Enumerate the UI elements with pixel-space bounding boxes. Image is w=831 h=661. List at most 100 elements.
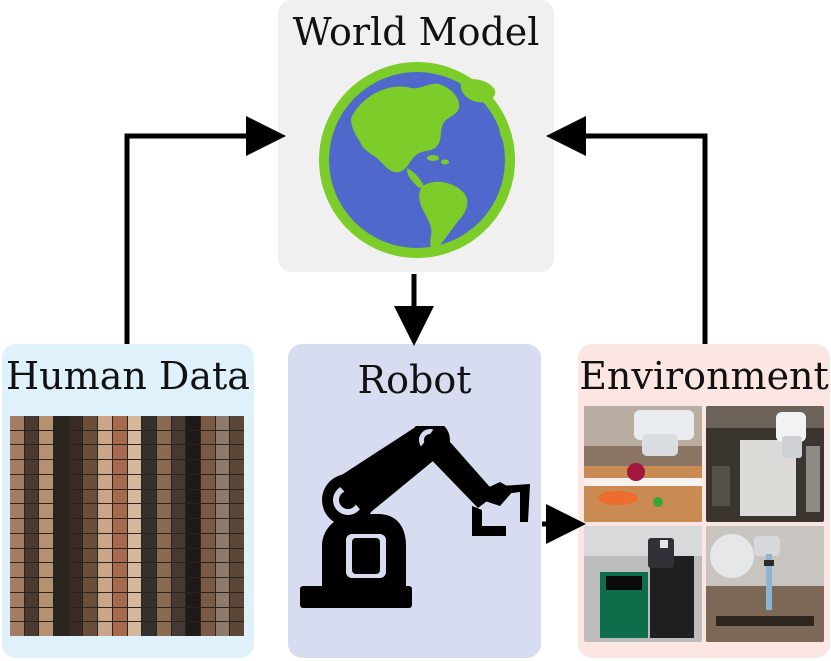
mosaic-thumbnail [68, 578, 83, 592]
mosaic-thumbnail [24, 430, 39, 445]
mosaic-thumbnail [39, 519, 54, 533]
mosaic-thumbnail [215, 445, 230, 460]
mosaic-thumbnail [230, 504, 244, 519]
mosaic-thumbnail [142, 578, 156, 592]
mosaic-thumbnail [156, 592, 171, 607]
mosaic-thumbnail [200, 416, 215, 430]
mosaic-thumbnail [171, 416, 186, 430]
mosaic-thumbnail [10, 474, 24, 489]
mosaic-thumbnail [171, 563, 186, 578]
mosaic-thumbnail [83, 430, 98, 445]
mosaic-thumbnail [171, 592, 186, 607]
mosaic-thumbnail [156, 445, 171, 460]
mosaic-thumbnail [54, 460, 68, 474]
mosaic-thumbnail [127, 489, 142, 504]
mosaic-thumbnail [186, 607, 200, 622]
mosaic-thumbnail [54, 504, 68, 519]
globe-icon [319, 62, 515, 258]
mosaic-thumbnail [98, 622, 112, 636]
mosaic-thumbnail [68, 519, 83, 533]
mosaic-thumbnail [112, 445, 127, 460]
mosaic-thumbnail [171, 504, 186, 519]
mosaic-thumbnail [39, 622, 54, 636]
mosaic-thumbnail [200, 489, 215, 504]
mosaic-thumbnail [98, 578, 112, 592]
mosaic-thumbnail [127, 504, 142, 519]
mosaic-thumbnail [68, 460, 83, 474]
mosaic-thumbnail [54, 430, 68, 445]
mosaic-thumbnail [171, 578, 186, 592]
mosaic-thumbnail [215, 430, 230, 445]
mosaic-thumbnail [230, 474, 244, 489]
mosaic-thumbnail [200, 445, 215, 460]
mosaic-thumbnail [54, 563, 68, 578]
mosaic-thumbnail [230, 578, 244, 592]
mosaic-thumbnail [98, 460, 112, 474]
mosaic-thumbnail [68, 533, 83, 548]
mosaic-thumbnail [127, 563, 142, 578]
mosaic-thumbnail [10, 416, 24, 430]
mosaic-thumbnail [127, 474, 142, 489]
mosaic-thumbnail [68, 563, 83, 578]
mosaic-thumbnail [230, 548, 244, 563]
mosaic-thumbnail [39, 548, 54, 563]
mosaic-thumbnail [10, 430, 24, 445]
mosaic-thumbnail [54, 622, 68, 636]
robot-panel: Robot [288, 344, 541, 658]
mosaic-thumbnail [98, 548, 112, 563]
mosaic-thumbnail [230, 460, 244, 474]
mosaic-thumbnail [230, 416, 244, 430]
mosaic-thumbnail [156, 430, 171, 445]
mosaic-thumbnail [127, 445, 142, 460]
mosaic-thumbnail [24, 607, 39, 622]
mosaic-thumbnail [68, 445, 83, 460]
human-data-to-world-model-arrow [124, 116, 286, 344]
mosaic-thumbnail [24, 592, 39, 607]
mosaic-thumbnail [230, 519, 244, 533]
mosaic-thumbnail [186, 519, 200, 533]
mosaic-thumbnail [230, 445, 244, 460]
mosaic-thumbnail [54, 489, 68, 504]
mosaic-thumbnail [142, 592, 156, 607]
mosaic-thumbnail [127, 622, 142, 636]
mosaic-thumbnail [98, 519, 112, 533]
mosaic-thumbnail [54, 578, 68, 592]
mosaic-thumbnail [186, 622, 200, 636]
mosaic-thumbnail [10, 519, 24, 533]
mosaic-thumbnail [83, 460, 98, 474]
mosaic-thumbnail [215, 548, 230, 563]
mosaic-thumbnail [127, 416, 142, 430]
mosaic-thumbnail [142, 416, 156, 430]
mosaic-thumbnail [112, 548, 127, 563]
world-model-title: World Model [292, 10, 540, 54]
mosaic-thumbnail [200, 460, 215, 474]
human-video-mosaic [10, 416, 244, 636]
kitchen-counter-photo [584, 406, 702, 522]
mosaic-thumbnail [142, 474, 156, 489]
mosaic-thumbnail [68, 548, 83, 563]
mosaic-thumbnail [200, 607, 215, 622]
mosaic-thumbnail [83, 416, 98, 430]
mosaic-thumbnail [215, 622, 230, 636]
mosaic-thumbnail [39, 592, 54, 607]
mosaic-thumbnail [215, 474, 230, 489]
mosaic-thumbnail [10, 607, 24, 622]
mosaic-thumbnail [39, 489, 54, 504]
mosaic-thumbnail [142, 504, 156, 519]
mosaic-thumbnail [54, 592, 68, 607]
mosaic-thumbnail [215, 592, 230, 607]
mosaic-thumbnail [83, 474, 98, 489]
mosaic-thumbnail [186, 416, 200, 430]
mosaic-thumbnail [112, 416, 127, 430]
mosaic-thumbnail [186, 504, 200, 519]
mosaic-thumbnail [39, 474, 54, 489]
mosaic-thumbnail [112, 489, 127, 504]
mosaic-thumbnail [112, 519, 127, 533]
mosaic-thumbnail [142, 548, 156, 563]
mosaic-thumbnail [142, 489, 156, 504]
mosaic-thumbnail [68, 489, 83, 504]
mosaic-thumbnail [215, 504, 230, 519]
mosaic-thumbnail [83, 622, 98, 636]
mosaic-thumbnail [24, 445, 39, 460]
mosaic-thumbnail [98, 563, 112, 578]
